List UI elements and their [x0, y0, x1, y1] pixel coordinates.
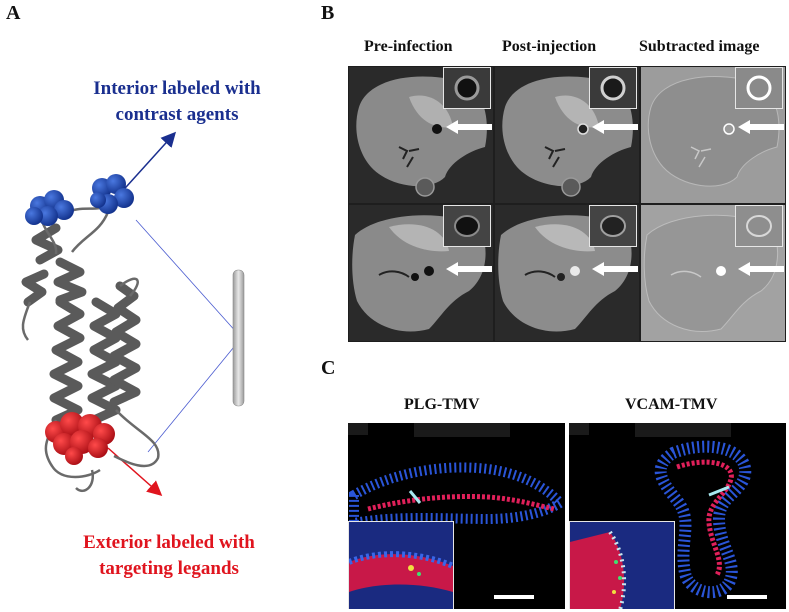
mri-subtracted-row1	[641, 67, 785, 203]
lesion-arrow-icon	[592, 120, 638, 134]
blue-contrast-spheres	[25, 174, 134, 226]
exterior-annotation-line2: targeting legands	[99, 558, 239, 579]
column-title-subtracted-image: Subtracted image	[639, 38, 760, 55]
mri-pre-infection-row2	[349, 205, 493, 341]
histology-inset	[348, 521, 454, 609]
mri-pre-infection-row1	[349, 67, 493, 203]
histology-vcam-tmv	[569, 423, 786, 609]
lesion-arrow-icon	[446, 120, 492, 134]
mri-inset	[589, 205, 637, 247]
mri-subtracted-row2	[641, 205, 785, 341]
mri-inset	[443, 67, 491, 109]
scale-bar	[494, 595, 534, 599]
interior-annotation-line2: contrast agents	[115, 104, 239, 125]
column-title-post-injection: Post-injection	[502, 38, 597, 55]
lesion-arrow-icon	[446, 262, 492, 276]
column-title-plg-tmv: PLG-TMV	[404, 396, 480, 413]
mri-post-injection-row2	[495, 205, 639, 341]
panel-label-a: A	[6, 2, 21, 24]
projection-line-top	[135, 219, 239, 335]
exterior-pointer-arrow	[107, 447, 163, 496]
column-title-pre-infection: Pre-infection	[364, 38, 453, 55]
lesion-arrow-icon	[738, 120, 784, 134]
exterior-annotation: Exterior labeled with targeting legands	[36, 530, 302, 582]
histology-inset	[569, 521, 675, 609]
exterior-annotation-line1: Exterior labeled with	[83, 532, 255, 553]
mri-inset	[443, 205, 491, 247]
mri-inset	[735, 67, 783, 109]
mri-inset	[735, 205, 783, 247]
interior-annotation: Interior labeled with contrast agents	[44, 76, 310, 128]
projection-line-bottom	[147, 341, 239, 453]
panel-label-c: C	[321, 357, 336, 379]
tmv-rod	[232, 269, 245, 407]
lesion-arrow-icon	[738, 262, 784, 276]
mri-inset	[589, 67, 637, 109]
interior-annotation-line1: Interior labeled with	[93, 78, 261, 99]
mri-post-injection-row1	[495, 67, 639, 203]
histology-plg-tmv	[348, 423, 565, 609]
column-title-vcam-tmv: VCAM-TMV	[625, 396, 718, 413]
protein-diagram	[21, 131, 245, 496]
scale-bar	[727, 595, 767, 599]
lesion-arrow-icon	[592, 262, 638, 276]
panel-label-b: B	[321, 2, 335, 24]
interior-pointer-arrow	[117, 131, 177, 197]
protein-helices	[21, 223, 141, 425]
red-ligand-spheres	[45, 412, 115, 465]
